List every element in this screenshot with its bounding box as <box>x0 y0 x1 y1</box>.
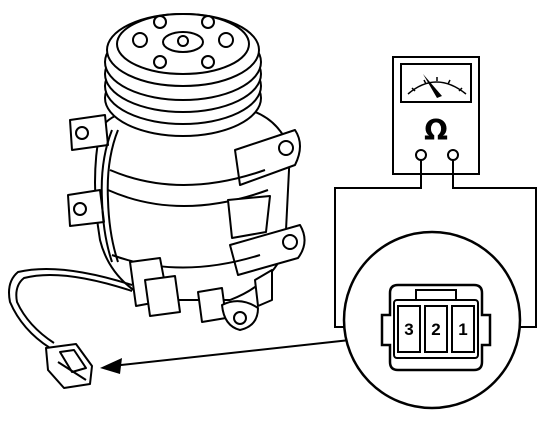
connector-latch <box>415 289 457 301</box>
pin-label-2: 2 <box>431 320 440 339</box>
needle-icon <box>423 74 442 98</box>
pointer-arrow-icon <box>100 339 351 374</box>
magnified-connector-view: 3 2 1 <box>342 230 522 410</box>
ohmmeter: Ω <box>392 56 480 175</box>
ac-compressor-icon <box>67 13 306 331</box>
compressor-wire <box>100 129 119 263</box>
terminal-cavity-2 <box>424 305 448 353</box>
pin-label-3: 3 <box>404 320 413 339</box>
ohmmeter-dial <box>400 63 472 103</box>
probe-terminal-left <box>415 149 427 161</box>
connector-plug-icon <box>45 343 93 389</box>
probe-terminal-right <box>447 149 459 161</box>
terminal-cavity-3 <box>397 305 421 353</box>
terminal-cavity-1 <box>451 305 475 353</box>
pin-label-1: 1 <box>458 320 467 339</box>
ohm-symbol: Ω <box>424 114 448 147</box>
harness-lead <box>8 268 133 349</box>
